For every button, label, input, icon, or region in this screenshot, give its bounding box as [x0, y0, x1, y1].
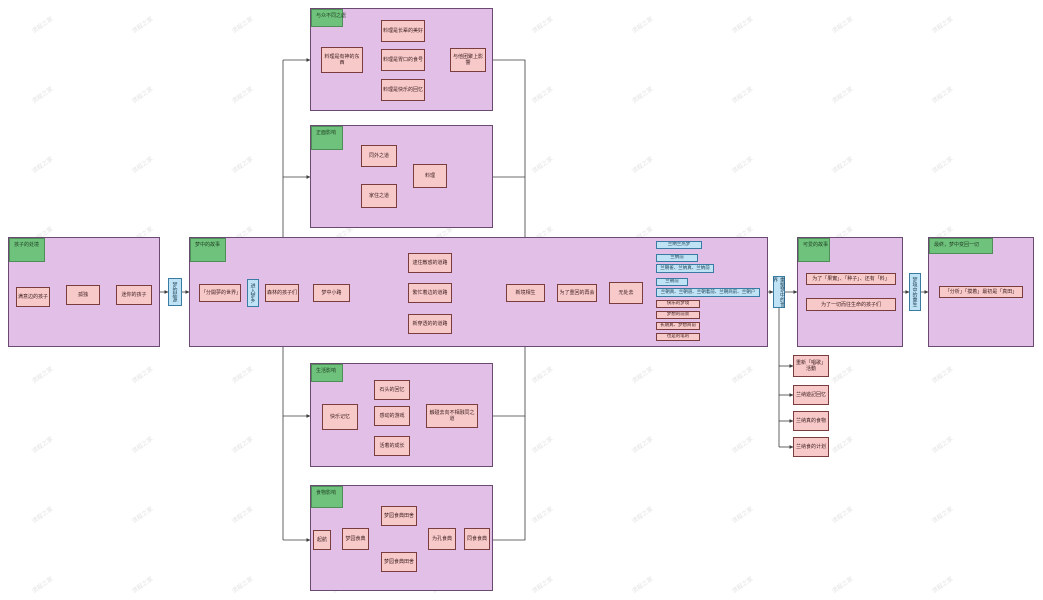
panel-positive: 正面影响 — [310, 125, 493, 228]
node-for-children[interactable]: 为了一切而往生命的孩子们 — [806, 298, 896, 311]
node-cooking-elders[interactable]: 料理是长辈的美好 — [381, 20, 425, 42]
node-shared-food[interactable]: 同食食典 — [464, 528, 490, 550]
panel-title: 生活影响 — [311, 364, 343, 382]
result-label: 兰朝真、兰朝道、兰朝着前、兰朝商前、兰朝户 — [656, 288, 760, 297]
node-travel-memory[interactable]: 兰纳遊記回忆 — [793, 385, 829, 405]
stage-label: 梦境中的重生 — [909, 273, 921, 311]
node-cooking-memory[interactable]: 料理是快乐的回忆 — [381, 79, 425, 101]
node-cooking-appetite[interactable]: 料理是胃口的食号 — [381, 49, 425, 71]
node-sing-again[interactable]: 重新「唱歌」活動 — [793, 355, 829, 377]
node-real-food[interactable]: 兰纳真的食物 — [793, 411, 829, 431]
edge — [492, 59, 527, 285]
node-growth[interactable]: 活着的成长 — [374, 436, 410, 456]
node-hole-food[interactable]: 为孔食典 — [428, 528, 456, 550]
node-food-plan[interactable]: 兰纳食的计划 — [793, 437, 829, 457]
node-dream-food[interactable]: 梦园食典 — [342, 528, 369, 550]
node-new-realm[interactable]: 新境相生 — [506, 284, 545, 302]
node-reunion-again[interactable]: 为了重回的再会 — [557, 284, 597, 302]
result-label: 也是的笔的 — [656, 333, 700, 341]
node-for-seeds[interactable]: 为了「果實」、「种子」、还有「料」 — [806, 273, 896, 285]
node-different-way[interactable]: 触碰去向不相融同之道 — [426, 404, 478, 428]
panel-title: 梦中的故事 — [190, 238, 226, 262]
node-dream-farm-1[interactable]: 梦园食典田舍 — [381, 506, 417, 526]
stage-label: 梦的起源 — [168, 278, 182, 306]
stage-label: 重塑梦中的世界 — [772, 276, 785, 308]
panel-title: 孩子的处境 — [9, 238, 45, 262]
node-cooking[interactable]: 料理 — [413, 164, 447, 188]
node-road-1[interactable]: 逮住敵惑的道路 — [408, 253, 452, 273]
node-outer-way[interactable]: 同外之道 — [361, 145, 397, 167]
edge — [492, 416, 526, 541]
node-nowhere[interactable]: 无处去 — [609, 282, 643, 304]
panel-title: 与众不同之處 — [311, 9, 346, 27]
node-set-sail[interactable]: 起航 — [313, 530, 331, 550]
panel-title: 可爱的故事 — [798, 238, 830, 262]
panel-cute-story: 可爱的故事 — [797, 237, 903, 347]
node-dream-farm-2[interactable]: 梦园食典田舍 — [381, 552, 417, 572]
panel-food: 食物影响 — [310, 485, 493, 591]
result-label: 长期真、梦想商前 — [656, 322, 700, 330]
node-road-3[interactable]: 新穿透的的道路 — [408, 314, 452, 334]
node-moving-game[interactable]: 感动的游戏 — [374, 406, 410, 426]
node-forest-children[interactable]: 森林的孩子们 — [265, 284, 299, 302]
result-label: 兰朝前 — [656, 278, 688, 286]
result-label: 兰朝雀、兰纳真、兰纳前 — [656, 264, 714, 273]
result-label: 兰纳前 — [656, 254, 698, 262]
result-label: 兰纳兰热梦 — [656, 241, 702, 249]
panel-title: 食物影响 — [311, 486, 343, 508]
node-happy-memory[interactable]: 快乐记忆 — [322, 404, 358, 430]
node-satisfied-child[interactable]: 满意边的孩子 — [16, 287, 50, 307]
node-cooking-spirit[interactable]: 料理是有神的东西 — [321, 47, 363, 73]
panel-title: 正面影响 — [311, 126, 343, 150]
node-stone-memory[interactable]: 石头的回忆 — [374, 380, 410, 400]
stage-label: 进入梦乡 — [247, 279, 259, 307]
node-lost-child[interactable]: 迷你的孩子 — [116, 285, 152, 305]
node-analysis[interactable]: 「分析」「摸着」最初是「真田」 — [939, 286, 1023, 298]
node-road-2[interactable]: 繁忙着边的道路 — [408, 283, 452, 303]
node-dream-world[interactable]: 「分開夢的世界」 — [199, 284, 241, 302]
node-lonely[interactable]: 孤独 — [66, 285, 100, 305]
node-home-way[interactable]: 家住之道 — [361, 184, 397, 208]
node-dream-path[interactable]: 梦中小路 — [313, 284, 350, 302]
panel-title: 最終，梦中变回一切 — [929, 238, 993, 254]
result-label: 快乐的梦境 — [656, 300, 700, 308]
node-reunion[interactable]: 与他团聚上影響 — [450, 48, 486, 72]
result-label: 梦想的前景 — [656, 311, 700, 319]
